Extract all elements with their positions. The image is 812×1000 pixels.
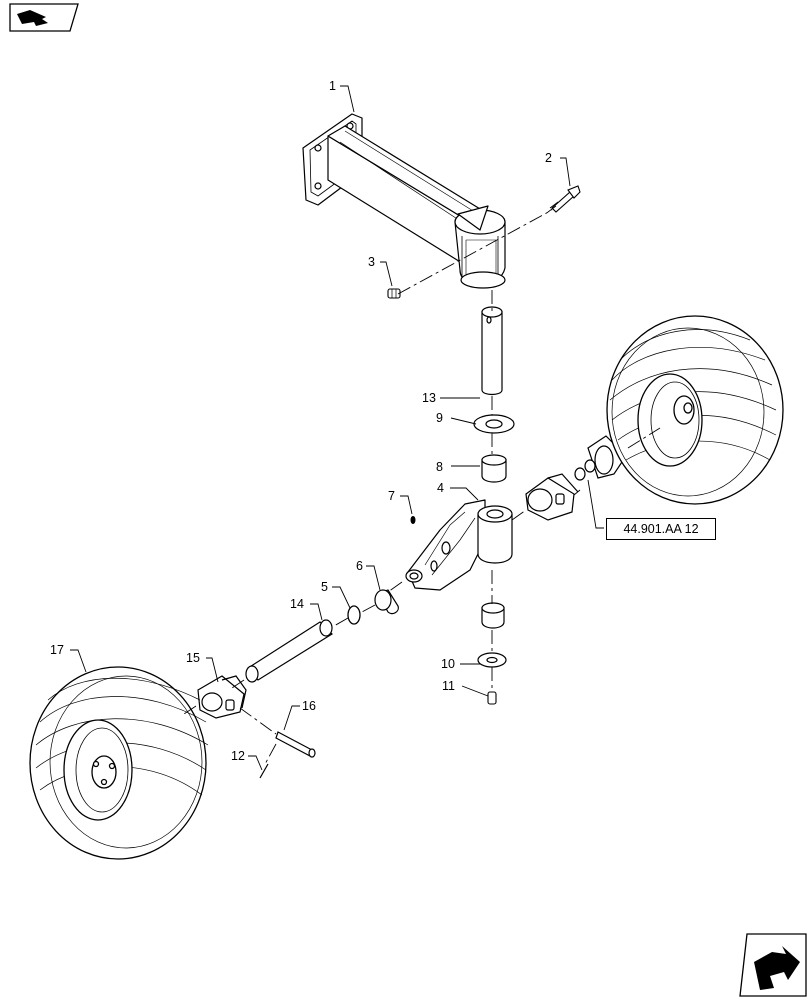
bushing-part-6 xyxy=(374,589,399,615)
bolt-part-2 xyxy=(547,185,581,213)
caster-arm-part xyxy=(302,113,506,289)
callout-4: 4 xyxy=(437,481,444,495)
callout-8: 8 xyxy=(436,460,443,474)
callout-15: 15 xyxy=(186,651,200,665)
bolt-part-11 xyxy=(487,691,497,705)
next-page-button[interactable] xyxy=(740,932,806,996)
leader-lines xyxy=(70,85,604,771)
axle-part-14 xyxy=(245,619,333,683)
callout-14: 14 xyxy=(290,597,304,611)
bushing-part-8 xyxy=(481,454,507,483)
pivot-pin-part-13 xyxy=(481,306,503,396)
callout-16: 16 xyxy=(302,699,316,713)
callout-3: 3 xyxy=(368,255,375,269)
washer-part-9 xyxy=(473,414,515,434)
callout-12: 12 xyxy=(231,749,245,763)
pin-part-16 xyxy=(275,731,316,758)
hub-right xyxy=(525,473,579,521)
centerlines xyxy=(183,209,661,767)
callout-9: 9 xyxy=(436,411,443,425)
snap-ring-part-5 xyxy=(347,605,361,625)
washer-part-10 xyxy=(477,652,507,668)
hub-part-15 xyxy=(197,675,247,719)
caster-fork-part-4 xyxy=(405,499,513,591)
callout-5: 5 xyxy=(321,580,328,594)
previous-page-arrow-icon xyxy=(9,3,79,32)
callout-17: 17 xyxy=(50,643,64,657)
callout-13: 13 xyxy=(422,391,436,405)
previous-page-button[interactable] xyxy=(8,4,78,31)
callout-7: 7 xyxy=(388,489,395,503)
cotter-part-12 xyxy=(259,763,269,779)
callout-6: 6 xyxy=(356,559,363,573)
callout-labels: 1 2 3 4 5 6 7 8 9 10 11 12 13 14 15 16 1… xyxy=(50,79,552,763)
callout-10: 10 xyxy=(441,657,455,671)
wheel-left-part-17 xyxy=(29,666,209,860)
reference-link-44-901-aa-12[interactable]: 44.901.AA 12 xyxy=(606,518,716,540)
grease-fitting-part-7 xyxy=(410,516,416,524)
wheel-right xyxy=(606,315,784,505)
callout-11: 11 xyxy=(442,679,455,693)
callout-2: 2 xyxy=(545,151,552,165)
callout-1: 1 xyxy=(329,79,336,93)
nut-part-3 xyxy=(387,288,401,299)
bushing-lower xyxy=(481,602,505,629)
next-page-arrow-icon xyxy=(739,933,807,997)
